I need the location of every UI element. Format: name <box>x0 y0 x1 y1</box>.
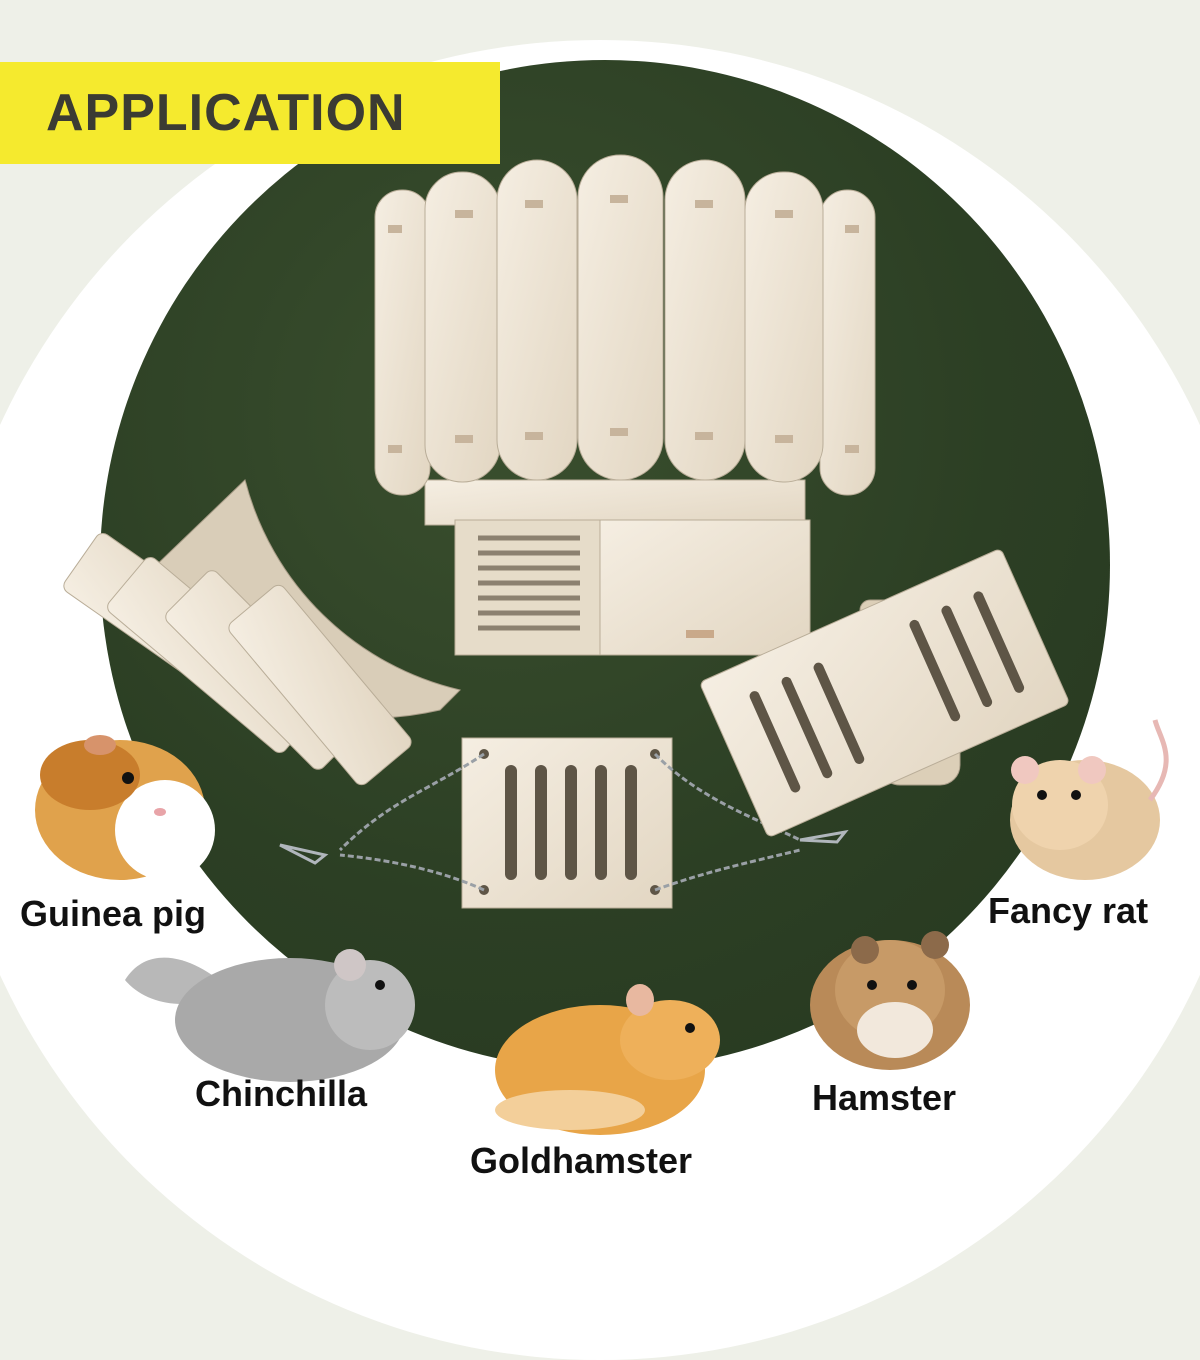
product-illustration <box>35 154 1169 1135</box>
chinchilla-image <box>125 949 415 1082</box>
label-fancy-rat: Fancy rat <box>988 890 1149 931</box>
wooden-house-image <box>374 154 876 656</box>
rainbow-bridge-image <box>63 479 461 786</box>
seesaw-image <box>700 549 1069 837</box>
label-goldhamster: Goldhamster <box>470 1140 693 1181</box>
goldhamster-image <box>495 984 720 1135</box>
label-chinchilla: Chinchilla <box>195 1073 368 1114</box>
fancy-rat-image <box>1010 719 1169 880</box>
banner-title: APPLICATION <box>46 84 406 142</box>
label-hamster: Hamster <box>812 1077 957 1118</box>
guinea-pig-image <box>35 735 215 880</box>
hamster-image <box>810 931 970 1070</box>
label-guinea-pig: Guinea pig <box>20 893 207 934</box>
hanging-swing-image <box>279 737 849 909</box>
application-banner: APPLICATION <box>0 62 500 164</box>
